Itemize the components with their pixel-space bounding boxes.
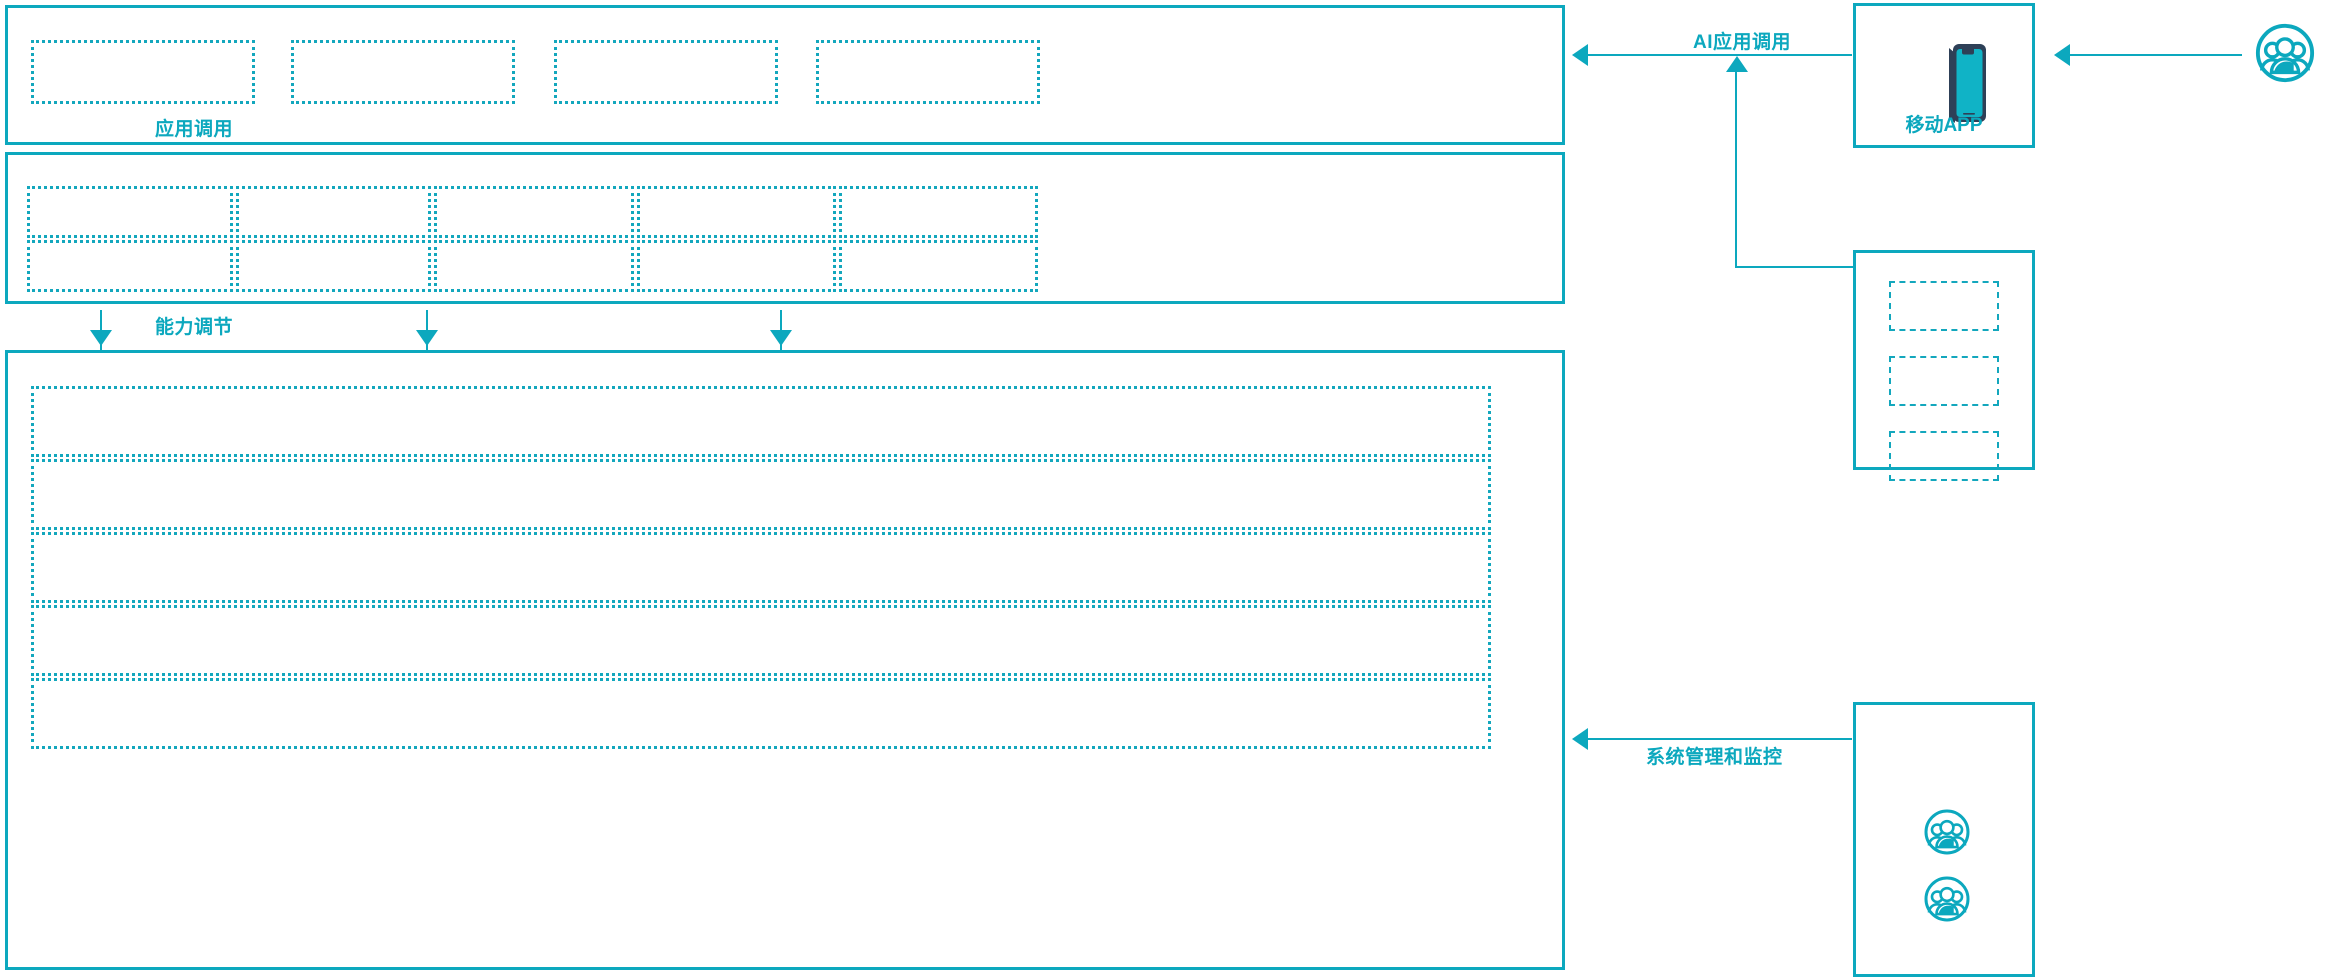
infra-row-4[interactable] bbox=[31, 605, 1491, 676]
ai-app-call-arrow-head bbox=[1572, 44, 1588, 66]
ai-app-call-label: AI应用调用 bbox=[1693, 32, 1792, 53]
user-group-icon-ops-2 bbox=[1924, 876, 1970, 922]
application-layer-panel bbox=[5, 5, 1565, 145]
smartphone-icon bbox=[1949, 44, 1986, 123]
cap-5-1[interactable] bbox=[839, 186, 1038, 238]
capability-adjust-label: 能力调节 bbox=[155, 317, 234, 338]
infra-row-1[interactable] bbox=[31, 386, 1491, 457]
channel-to-ai-connector-vertical bbox=[1735, 70, 1737, 268]
user-group-icon-ops-1 bbox=[1924, 809, 1970, 855]
infra-row-5[interactable] bbox=[31, 678, 1491, 749]
app-call-label: 应用调用 bbox=[155, 119, 234, 140]
channel-to-ai-connector-head bbox=[1726, 56, 1748, 72]
end-user-to-mobile-arrow-head bbox=[2054, 44, 2070, 66]
capability-arrow-3-head bbox=[770, 330, 792, 346]
system-manage-arrow-head bbox=[1572, 728, 1588, 750]
channel-panel bbox=[1853, 250, 2035, 481]
channel-box-3[interactable] bbox=[1889, 431, 1999, 481]
cap-3-2[interactable] bbox=[434, 240, 634, 292]
cap-4-2[interactable] bbox=[637, 240, 836, 292]
cap-4-1[interactable] bbox=[637, 186, 836, 238]
app-box-1[interactable] bbox=[31, 40, 255, 104]
infra-row-3[interactable] bbox=[31, 532, 1491, 603]
system-manage-arrow-shaft bbox=[1588, 738, 1852, 740]
operations-panel bbox=[1853, 702, 2035, 977]
system-manage-monitor-label: 系统管理和监控 bbox=[1646, 747, 1783, 768]
mobile-app-caption: 移动APP bbox=[1905, 115, 1983, 136]
cap-3-1[interactable] bbox=[434, 186, 634, 238]
cap-1-2[interactable] bbox=[27, 240, 233, 292]
infrastructure-layer-panel bbox=[5, 350, 1565, 970]
end-user-to-mobile-arrow-shaft bbox=[2070, 54, 2242, 56]
app-box-3[interactable] bbox=[554, 40, 778, 104]
cap-5-2[interactable] bbox=[839, 240, 1038, 292]
mobile-app-panel: 移动APP bbox=[1853, 3, 2035, 148]
channel-box-1[interactable] bbox=[1889, 281, 1999, 331]
ai-app-call-arrow-shaft bbox=[1588, 54, 1852, 56]
user-group-icon-end-user bbox=[2255, 23, 2315, 83]
cap-2-2[interactable] bbox=[236, 240, 431, 292]
infra-row-2[interactable] bbox=[31, 459, 1491, 530]
capability-layer-panel bbox=[5, 152, 1565, 304]
cap-1-1[interactable] bbox=[27, 186, 233, 238]
capability-arrow-1-head bbox=[90, 330, 112, 346]
channel-box-2[interactable] bbox=[1889, 356, 1999, 406]
app-box-4[interactable] bbox=[816, 40, 1040, 104]
app-box-2[interactable] bbox=[291, 40, 515, 104]
cap-2-1[interactable] bbox=[236, 186, 431, 238]
channel-to-ai-connector-horizontal bbox=[1735, 266, 1853, 268]
capability-arrow-2-head bbox=[416, 330, 438, 346]
